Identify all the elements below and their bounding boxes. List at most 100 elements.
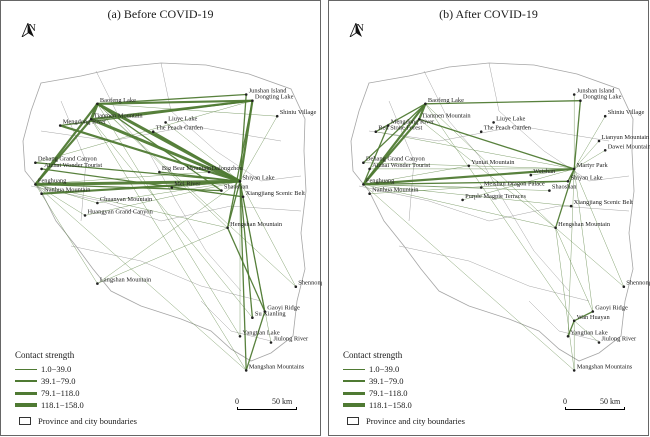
place-label: Hengshan Mountain <box>558 221 611 228</box>
place-marker <box>572 319 576 323</box>
place-marker <box>548 189 551 192</box>
place-label: Mengdong River <box>391 119 435 126</box>
flow-line <box>35 184 228 229</box>
legend-swatch <box>343 391 365 395</box>
place-label: Shaoshan <box>224 184 249 191</box>
place-marker <box>572 167 576 171</box>
flow-line <box>362 125 389 185</box>
place-label: Martyr Park <box>577 162 609 169</box>
flow-line <box>369 181 569 194</box>
place-marker <box>207 170 211 174</box>
place-marker <box>241 195 245 199</box>
flow-line <box>419 119 556 228</box>
place-marker <box>34 183 37 186</box>
flow-line <box>425 103 556 228</box>
place-marker <box>96 201 99 205</box>
place-label: Fenghuang <box>38 177 67 184</box>
place-label: Junshan Island <box>249 88 288 95</box>
place-marker <box>597 139 601 143</box>
place-marker <box>263 310 267 313</box>
flow-line <box>363 184 550 191</box>
place-label: Tianmen Mountain <box>94 112 144 119</box>
flow-line <box>226 100 254 228</box>
place-marker <box>368 192 371 195</box>
place-marker <box>597 341 601 344</box>
legend-row: Province and city boundaries <box>343 415 465 427</box>
place-label: Chuanyan Mountain <box>100 196 153 203</box>
flow-line <box>90 117 241 183</box>
legend-swatch <box>15 380 37 382</box>
place-label: Baofeng Lake <box>428 97 464 104</box>
place-label: Yangtian Lake <box>243 329 280 336</box>
flow-line <box>555 227 594 312</box>
legend-label: 118.1−158.0 <box>369 400 412 410</box>
legend-row: 79.1−118.0 <box>15 387 137 399</box>
place-marker <box>251 316 254 320</box>
legend-swatch <box>343 368 365 370</box>
place-label: Nanhua Mountain <box>372 187 419 194</box>
place-label: Aizhai Wonder Tourist <box>372 162 430 169</box>
place-marker <box>362 161 365 164</box>
legend-label: 79.1−118.0 <box>41 388 80 398</box>
legend: Contact strength 1.0−39.0 39.1−79.0 79.1… <box>343 350 465 427</box>
legend-swatch <box>15 403 37 407</box>
place-marker <box>96 102 99 106</box>
north-arrow-shape <box>349 23 362 37</box>
legend-row: 1.0−39.0 <box>343 363 465 375</box>
place-label: Fenghuang <box>366 177 395 184</box>
scale-bar: 0 50 km <box>563 397 625 411</box>
legend-title: Contact strength <box>343 350 403 360</box>
place-marker <box>170 186 174 189</box>
flow-line <box>239 94 247 182</box>
place-label: Mangshan Mountains <box>577 363 633 370</box>
place-label: Shaoshan <box>552 184 577 191</box>
place-label: Tianmen Mountain <box>422 112 472 119</box>
legend-row: 39.1−79.0 <box>343 375 465 387</box>
place-marker <box>89 118 93 121</box>
flow-line <box>97 103 241 337</box>
boundary-swatch <box>19 417 31 425</box>
flow-line <box>573 168 625 287</box>
flow-line <box>239 116 278 182</box>
legend-swatch <box>343 380 365 382</box>
flow-line <box>227 227 266 312</box>
place-label: Big Bear Mountain <box>162 165 212 172</box>
place-label: Dehang Grand Canyon <box>38 156 98 163</box>
city-boundary <box>423 70 570 292</box>
place-marker <box>151 130 155 133</box>
place-label: Baofeng Lake <box>100 97 136 104</box>
place-label: Meishan Dragon Palace <box>484 181 545 188</box>
place-label: Shennong Valley <box>626 280 650 287</box>
flow-line <box>91 119 253 318</box>
flow-line <box>35 100 253 163</box>
place-label: Shiyan Lake <box>571 174 603 181</box>
place-marker <box>479 130 483 133</box>
flow-line <box>567 320 575 337</box>
place-label: Wan Huayan <box>577 314 611 321</box>
flow-line <box>574 320 600 343</box>
place-marker <box>424 102 427 106</box>
place-marker <box>569 204 573 208</box>
flow-line <box>573 310 594 322</box>
place-marker <box>158 170 161 174</box>
north-arrow-shape <box>21 23 34 37</box>
place-marker <box>554 226 557 230</box>
flow-line <box>530 168 575 176</box>
place-marker <box>294 285 298 289</box>
legend-row: 118.1−158.0 <box>343 399 465 411</box>
legend-label: 118.1−158.0 <box>41 400 84 410</box>
place-label: Yuntai Mountain <box>471 159 515 166</box>
flow-line <box>89 103 99 120</box>
city-boundary <box>60 100 87 222</box>
place-label: Shiniu Village <box>608 109 645 116</box>
legend-label: Province and city boundaries <box>38 416 137 426</box>
place-marker <box>226 226 229 230</box>
legend-label: 1.0−39.0 <box>369 364 400 374</box>
place-marker <box>362 183 365 186</box>
scale-bar-line <box>565 407 625 410</box>
place-label: Huangyan Grand Canyon <box>88 208 154 215</box>
place-marker <box>238 180 242 183</box>
